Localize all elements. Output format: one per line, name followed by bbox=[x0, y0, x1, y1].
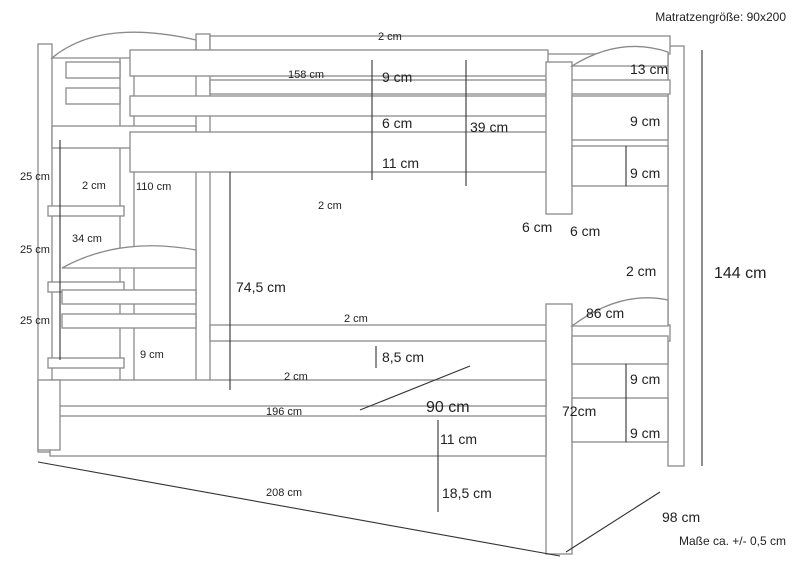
left-slat-1 bbox=[65, 61, 121, 79]
top-front-rail-2 bbox=[129, 95, 549, 117]
dim-center-gap-2: 2 cm bbox=[318, 200, 342, 212]
right-lower-arch bbox=[570, 297, 669, 327]
dim-floor-185: 18,5 cm bbox=[442, 485, 492, 501]
right-upper-slats bbox=[571, 95, 669, 141]
dim-right-72: 72cm bbox=[562, 403, 596, 419]
dim-width-line bbox=[359, 365, 471, 411]
front-right-upper-post bbox=[545, 61, 573, 215]
dim-length-line bbox=[37, 461, 561, 557]
dim-right-gap-2: 2 cm bbox=[626, 263, 656, 279]
dim-top-rail-length: 158 cm bbox=[288, 69, 324, 81]
dim-right-rail-9b: 9 cm bbox=[630, 165, 660, 181]
ladder-step-1 bbox=[47, 205, 125, 217]
dim-top-gap: 2 cm bbox=[378, 31, 402, 43]
dim-lower-length-196: 196 cm bbox=[266, 406, 302, 418]
dim-top-rail-h2: 6 cm bbox=[382, 115, 412, 131]
right-lower-rail bbox=[571, 397, 669, 443]
dim-clearance-745: 74,5 cm bbox=[236, 279, 286, 295]
lower-left-slat-2 bbox=[61, 313, 197, 329]
dimension-lines bbox=[37, 50, 703, 557]
dim-width-90: 90 cm bbox=[426, 399, 470, 416]
bed-frame bbox=[37, 31, 685, 555]
right-upper-arch bbox=[569, 45, 669, 67]
dim-ladder-step-25b: 25 cm bbox=[20, 244, 50, 256]
dim-ladder-34: 34 cm bbox=[72, 233, 102, 245]
top-back-rail-2 bbox=[209, 79, 671, 95]
dim-ladder-step-25c: 25 cm bbox=[20, 315, 50, 327]
lower-left-slat-1 bbox=[61, 289, 197, 305]
front-left-leg bbox=[37, 379, 61, 451]
dim-ladder-gap-2: 2 cm bbox=[82, 180, 106, 192]
top-front-rail-1 bbox=[129, 49, 549, 77]
lower-front-rail bbox=[49, 379, 547, 407]
front-left-post bbox=[37, 43, 53, 453]
dim-ladder-step-25a: 25 cm bbox=[20, 171, 50, 183]
dim-right-lower-9b: 9 cm bbox=[630, 425, 660, 441]
dim-ladder-110: 110 cm bbox=[136, 181, 171, 193]
back-right-post bbox=[667, 45, 685, 467]
ladder-step-3 bbox=[47, 357, 125, 369]
right-upper-rail bbox=[571, 145, 669, 187]
tolerance-label: Maße ca. +/- 0,5 cm bbox=[678, 534, 786, 548]
dim-lower-side-11: 11 cm bbox=[440, 431, 477, 447]
dim-guard-height: 39 cm bbox=[470, 119, 508, 135]
dim-total-depth: 98 cm bbox=[662, 509, 700, 525]
dim-total-length: 208 cm bbox=[266, 487, 302, 499]
dim-lower-rail-85: 8,5 cm bbox=[382, 349, 424, 365]
dim-total-height: 144 cm bbox=[714, 265, 766, 282]
dim-right-86: 86 cm bbox=[586, 305, 624, 321]
dim-right-top-13: 13 cm bbox=[630, 61, 668, 77]
front-right-lower-post bbox=[545, 303, 573, 555]
dim-right-lower-9a: 9 cm bbox=[630, 371, 660, 387]
dim-ladder-9: 9 cm bbox=[140, 349, 164, 361]
dim-side-rail-h: 11 cm bbox=[382, 155, 419, 171]
left-slat-2 bbox=[65, 87, 121, 105]
right-lower-slats bbox=[571, 335, 669, 365]
dim-depth-line bbox=[565, 491, 661, 553]
dim-post-6b: 6 cm bbox=[570, 223, 600, 239]
dim-top-rail-h1: 9 cm bbox=[382, 69, 412, 85]
lower-left-arch bbox=[61, 245, 197, 269]
dim-post-6a: 6 cm bbox=[522, 219, 552, 235]
dim-right-rail-9a: 9 cm bbox=[630, 113, 660, 129]
back-left-post bbox=[195, 33, 211, 395]
lower-front-side-rail bbox=[49, 415, 547, 457]
dim-lower-gap-2b: 2 cm bbox=[284, 371, 308, 383]
top-front-side-rail bbox=[129, 131, 549, 173]
mattress-size-label: Matratzengröße: 90x200 bbox=[655, 10, 786, 24]
dim-lower-gap-2a: 2 cm bbox=[344, 313, 368, 325]
